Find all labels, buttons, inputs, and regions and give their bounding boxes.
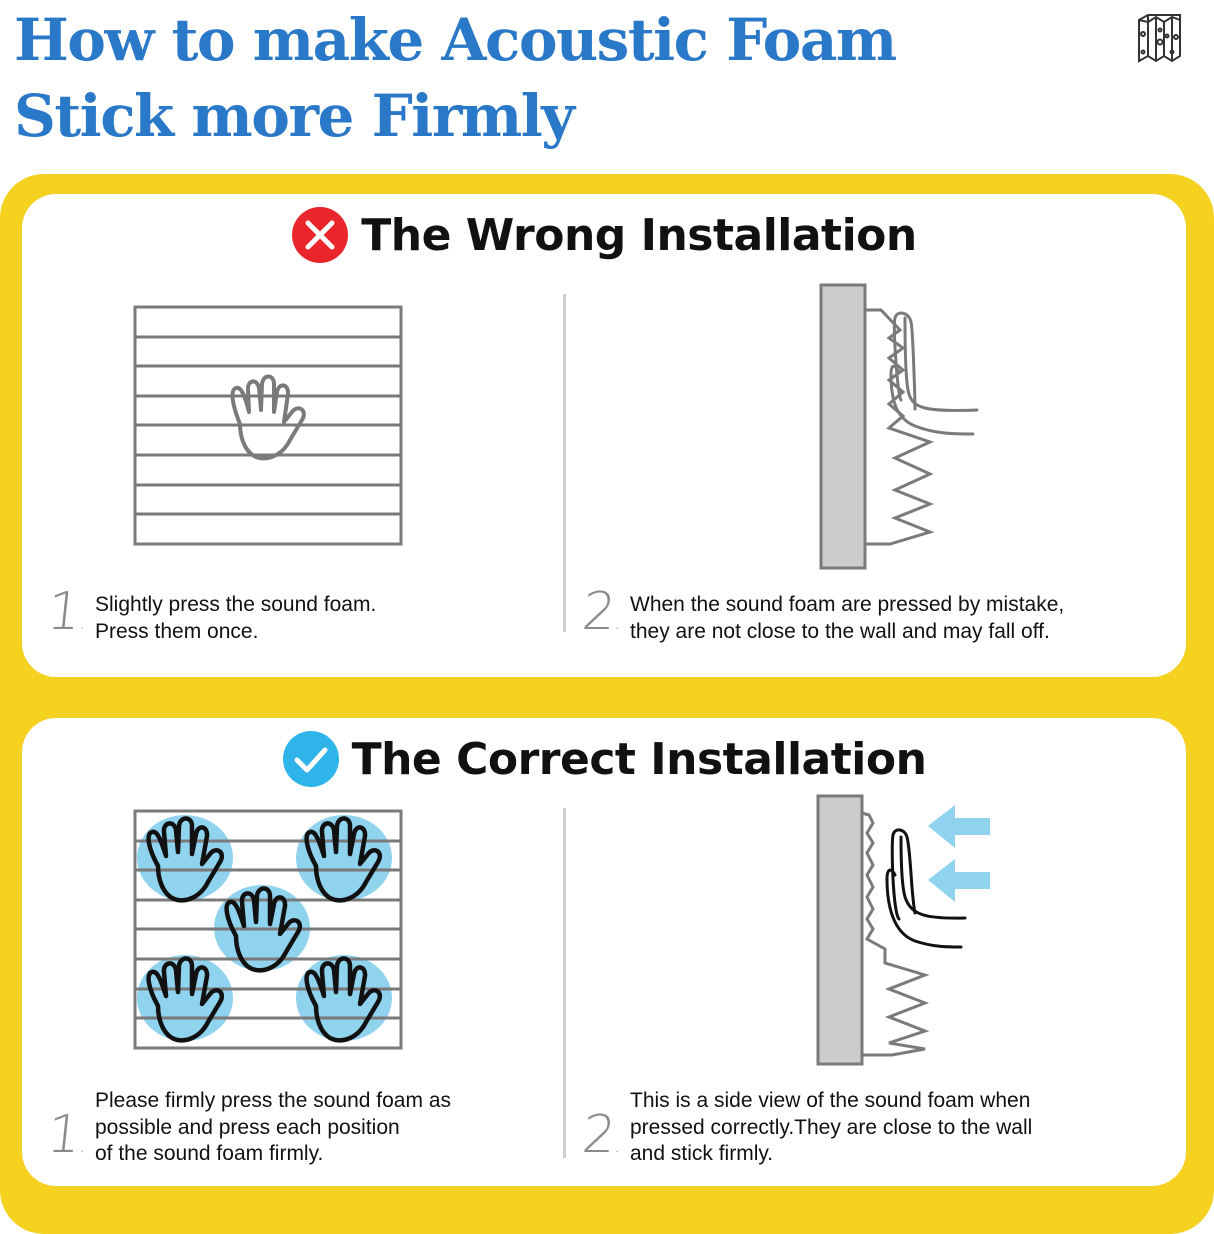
title-line-2: Stick more Firmly (14, 82, 575, 150)
hand-outline-icon (230, 374, 306, 461)
foam-front-view-firm-press-figure (133, 809, 403, 1050)
hand-side-icon (889, 311, 979, 436)
step-number: 2. (579, 582, 623, 642)
step-number: 1. (44, 1104, 88, 1165)
wrong-heading-text: The Wrong Installation (361, 209, 917, 261)
step-text: Please firmly press the sound foam as po… (95, 1089, 451, 1165)
x-circle-icon (292, 207, 349, 263)
foam-side-view-correct-figure (816, 794, 990, 1066)
correct-heading-text: The Correct Installation (351, 733, 927, 785)
check-circle-icon (282, 731, 339, 787)
step-text: Slightly press the sound foam. Press the… (95, 593, 377, 643)
column-divider (563, 294, 566, 632)
correct-heading: The Correct Installation (22, 730, 1186, 788)
step-text: This is a side view of the sound foam wh… (630, 1089, 1033, 1165)
correct-installation-card: The Correct Installation (22, 718, 1186, 1186)
step-text: When the sound foam are pressed by mista… (630, 593, 1065, 643)
step-number: 2. (579, 1104, 623, 1165)
wrong-step-2: 2. When the sound foam are pressed by mi… (579, 582, 1065, 645)
acoustic-panel-logo-icon (1138, 14, 1181, 63)
correct-step-1: 1. Please firmly press the sound foam as… (44, 1088, 451, 1168)
foam-side-view-wrong-figure (819, 283, 979, 570)
page-title: How to make Acoustic Foam Stick more Fir… (14, 2, 897, 154)
correct-step-2: 2. This is a side view of the sound foam… (579, 1088, 1033, 1168)
title-line-1: How to make Acoustic Foam (14, 6, 897, 74)
blue-arrow-icon (928, 805, 990, 902)
column-divider (563, 808, 566, 1158)
wrong-heading: The Wrong Installation (22, 206, 1186, 264)
wrong-installation-card: The Wrong Installation 1. Slightly p (22, 194, 1186, 677)
wrong-step-1: 1. Slightly press the sound foam. Press … (44, 582, 377, 645)
hand-side-icon (885, 828, 967, 949)
foam-front-view-light-press-figure (133, 305, 403, 546)
step-number: 1. (44, 582, 88, 642)
